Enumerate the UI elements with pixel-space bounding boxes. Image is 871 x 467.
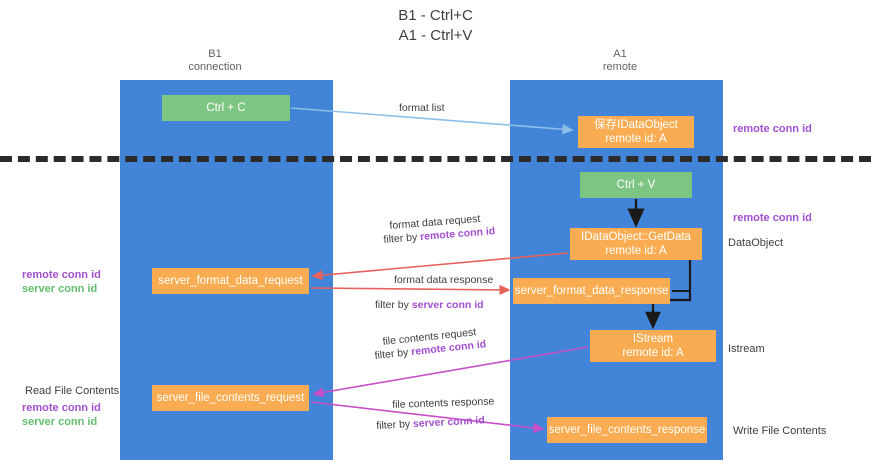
edge-filter-file-contents-response: filter by server conn id bbox=[376, 414, 485, 433]
side-label-write-file-contents: Write File Contents bbox=[733, 425, 827, 437]
side-label-server-conn-id-left: server conn id bbox=[22, 283, 98, 295]
side-label-remote-conn-id-middle: remote conn id bbox=[733, 212, 812, 224]
node-server-file-contents-request-label: server_file_contents_request bbox=[156, 392, 305, 404]
edge-label-file-contents-response-text: file contents response bbox=[392, 395, 495, 411]
column-subtitle-b1: connection bbox=[188, 61, 242, 73]
edge-filter-format-data-response: filter by server conn id bbox=[375, 299, 484, 312]
edge-label-format-data-response: format data response bbox=[394, 274, 493, 287]
node-server-format-data-response[interactable]: server_format_data_response bbox=[513, 278, 670, 304]
node-server-file-contents-request[interactable]: server_file_contents_request bbox=[152, 385, 309, 411]
node-istream-title: IStream bbox=[632, 333, 674, 345]
edge-filter-prefix-2: filter by bbox=[375, 299, 412, 311]
side-label-remote-conn-id-top: remote conn id bbox=[733, 123, 812, 135]
node-save-idataobject[interactable]: 保存IDataObject remote id: A bbox=[578, 116, 694, 148]
side-label-remote-conn-id-left-2: remote conn id bbox=[22, 402, 101, 414]
edge-label-file-contents-response: file contents response bbox=[392, 395, 495, 412]
column-caption-b1: B1 connection bbox=[155, 48, 275, 74]
node-ctrl-v[interactable]: Ctrl + V bbox=[580, 172, 692, 198]
node-ctrl-v-label: Ctrl + V bbox=[616, 179, 656, 191]
side-label-remote-conn-id-left: remote conn id bbox=[22, 269, 101, 281]
column-name-a1: A1 bbox=[613, 48, 627, 60]
side-label-server-conn-id-left-2: server conn id bbox=[22, 416, 98, 428]
column-name-b1: B1 bbox=[208, 48, 222, 60]
node-ctrl-c[interactable]: Ctrl + C bbox=[162, 95, 290, 121]
section-divider bbox=[0, 156, 871, 162]
page-title: B1 - Ctrl+C A1 - Ctrl+V bbox=[0, 6, 871, 46]
node-save-idataobject-title: 保存IDataObject bbox=[594, 119, 678, 131]
node-istream-subtitle: remote id: A bbox=[622, 347, 684, 359]
node-istream[interactable]: IStream remote id: A bbox=[590, 330, 716, 362]
edge-label-format-list-text: format list bbox=[399, 102, 445, 114]
node-getdata-title: IDataObject::GetData bbox=[581, 231, 691, 243]
node-server-format-data-request-label: server_format_data_request bbox=[158, 275, 303, 287]
edge-filter-prefix-4: filter by bbox=[376, 418, 414, 432]
side-label-istream: Istream bbox=[728, 343, 765, 355]
side-label-conn-ids-bottom: remote conn id server conn id bbox=[22, 401, 101, 429]
edge-filter-key-server-conn-id-2: server conn id bbox=[412, 414, 486, 431]
edge-label-format-list: format list bbox=[399, 102, 445, 115]
node-getdata-subtitle: remote id: A bbox=[605, 245, 667, 257]
node-server-format-data-response-label: server_format_data_response bbox=[514, 285, 669, 297]
side-label-conn-ids-top: remote conn id server conn id bbox=[22, 268, 101, 296]
side-label-read-file-contents: Read File Contents bbox=[25, 385, 120, 397]
node-server-file-contents-response[interactable]: server_file_contents_response bbox=[547, 417, 707, 443]
edge-filter-prefix-3: filter by bbox=[374, 346, 412, 362]
side-label-dataobject: DataObject bbox=[728, 237, 784, 249]
edge-label-format-data-response-text: format data response bbox=[394, 274, 494, 286]
node-getdata[interactable]: IDataObject::GetData remote id: A bbox=[570, 228, 702, 260]
title-line-1: B1 - Ctrl+C bbox=[398, 7, 473, 24]
title-line-2: A1 - Ctrl+V bbox=[398, 27, 473, 44]
edge-filter-prefix: filter by bbox=[383, 231, 421, 246]
column-caption-a1: A1 remote bbox=[560, 48, 680, 74]
node-server-file-contents-response-label: server_file_contents_response bbox=[548, 424, 706, 436]
edge-filter-key-server-conn-id: server conn id bbox=[411, 299, 484, 311]
node-server-format-data-request[interactable]: server_format_data_request bbox=[152, 268, 309, 294]
column-subtitle-a1: remote bbox=[602, 61, 638, 73]
node-save-idataobject-subtitle: remote id: A bbox=[605, 133, 667, 145]
node-ctrl-c-label: Ctrl + C bbox=[206, 102, 246, 114]
